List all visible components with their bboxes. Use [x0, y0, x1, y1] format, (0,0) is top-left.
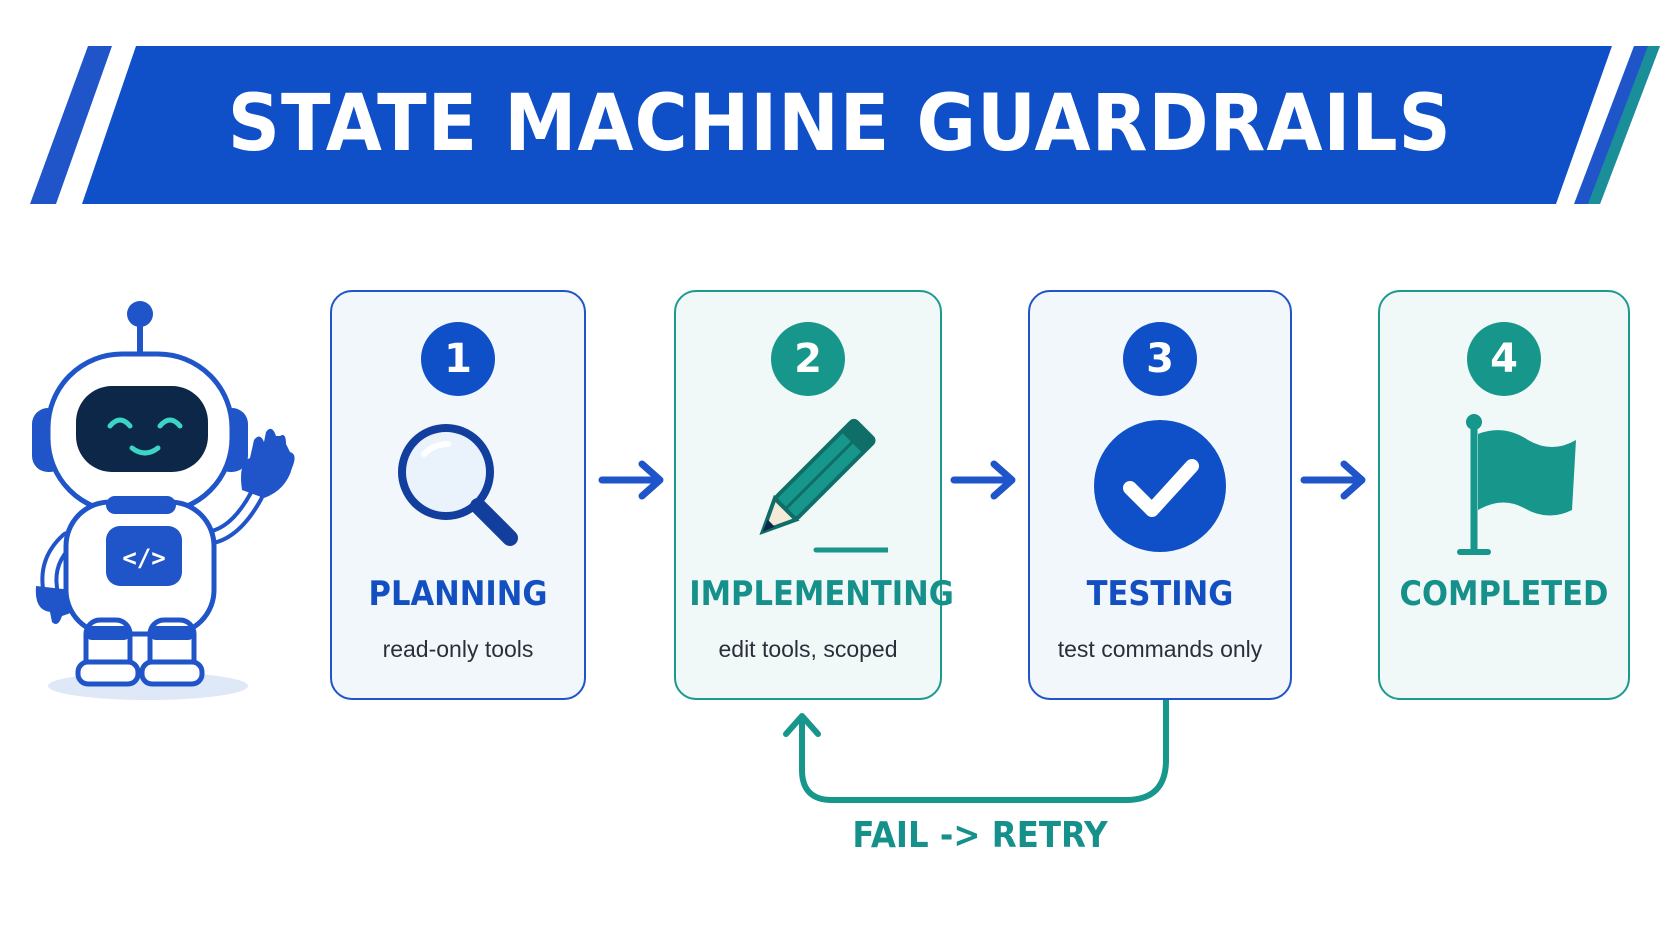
retry-loop-arrow	[783, 700, 1169, 803]
state-subtitle: edit tools, scoped	[718, 636, 898, 662]
step-number-badge: 2	[771, 322, 845, 396]
state-title: IMPLEMENTING	[689, 574, 954, 614]
robot-chest-code: </>	[122, 544, 165, 572]
state-card-planning: 1 PLANNING read-only tools	[330, 290, 586, 700]
retry-loop-label: FAIL -> RETRY	[852, 815, 1108, 856]
state-title: COMPLETED	[1399, 574, 1609, 614]
flag-icon	[1457, 414, 1576, 555]
state-card-testing: 3 TESTING test commands only	[1028, 290, 1292, 700]
robot-mascot-icon: </>	[32, 301, 295, 700]
checkmark-icon	[1094, 420, 1226, 552]
arrow-right-icon	[598, 460, 664, 500]
page-title: STATE MACHINE GUARDRAILS	[227, 79, 1452, 169]
arrow-right-icon	[1300, 460, 1366, 500]
step-number-badge: 3	[1123, 322, 1197, 396]
state-card-implementing: 2 IMPLEMENTING edit tools, scoped	[674, 290, 954, 700]
arrow-right-icon	[950, 460, 1016, 500]
pencil-icon	[759, 418, 888, 553]
state-title: TESTING	[1086, 574, 1234, 614]
state-title: PLANNING	[368, 574, 548, 614]
state-subtitle: test commands only	[1057, 636, 1263, 662]
magnifier-icon	[398, 424, 518, 546]
state-subtitle: read-only tools	[382, 636, 534, 662]
step-number-badge: 4	[1467, 322, 1541, 396]
title-banner	[30, 46, 1660, 204]
state-card-completed: 4 COMPLETED	[1378, 290, 1630, 700]
step-number-badge: 1	[421, 322, 495, 396]
